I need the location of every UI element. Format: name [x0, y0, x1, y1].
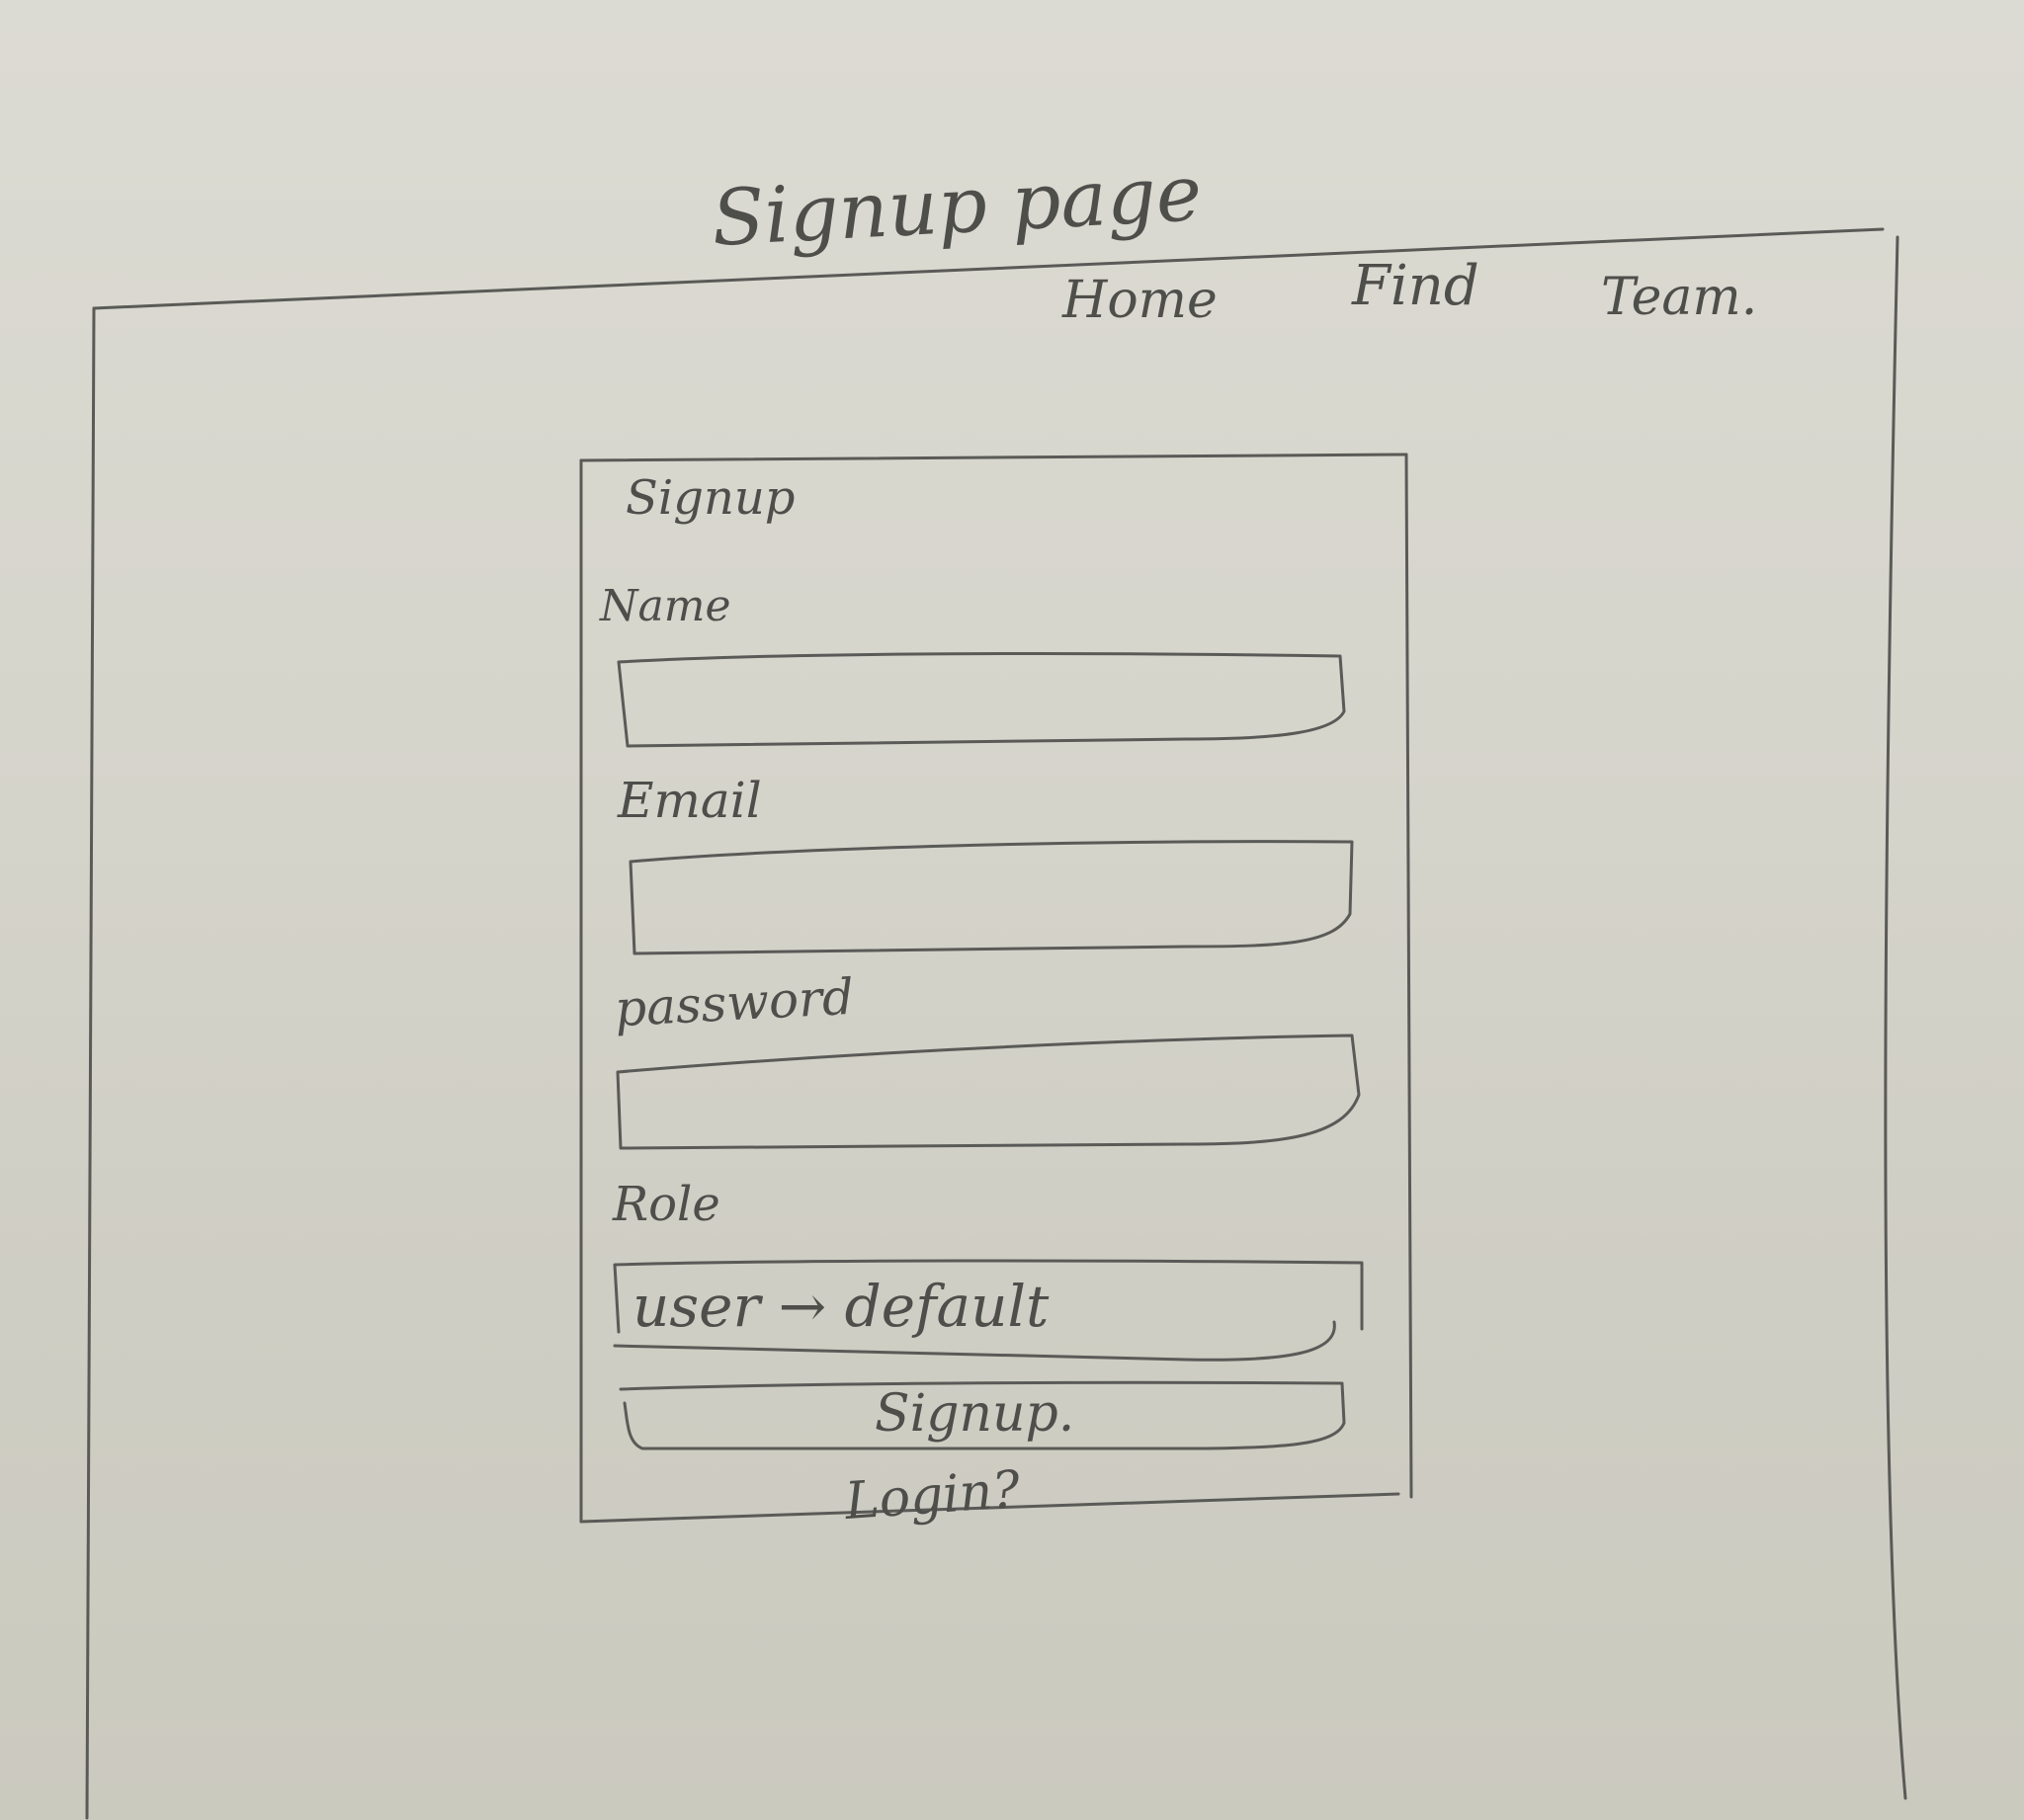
- login-link[interactable]: Login?: [843, 1459, 1023, 1532]
- nav-link-find[interactable]: Find: [1352, 254, 1479, 318]
- password-input[interactable]: [621, 1045, 1332, 1144]
- name-input[interactable]: [623, 657, 1334, 746]
- page-frame-left: [85, 306, 96, 1820]
- nav-link-home[interactable]: Home: [1062, 271, 1218, 330]
- signup-button-box: [619, 1380, 1346, 1450]
- form-card-bottom: [579, 1492, 1400, 1524]
- email-input[interactable]: [632, 848, 1344, 947]
- role-label: Role: [613, 1177, 720, 1232]
- form-heading: Signup: [626, 470, 796, 526]
- nav-link-team[interactable]: Team.: [1601, 268, 1758, 327]
- form-card-top: [579, 453, 1408, 462]
- form-card-left: [578, 458, 584, 1524]
- name-label: Name: [600, 581, 731, 631]
- page-frame-right: [1884, 235, 1907, 1800]
- form-card-right: [1404, 453, 1414, 1499]
- password-label: password: [613, 967, 856, 1038]
- signup-button-label: Signup.: [875, 1384, 1075, 1444]
- email-label: Email: [618, 772, 762, 829]
- role-input[interactable]: [632, 1267, 1344, 1346]
